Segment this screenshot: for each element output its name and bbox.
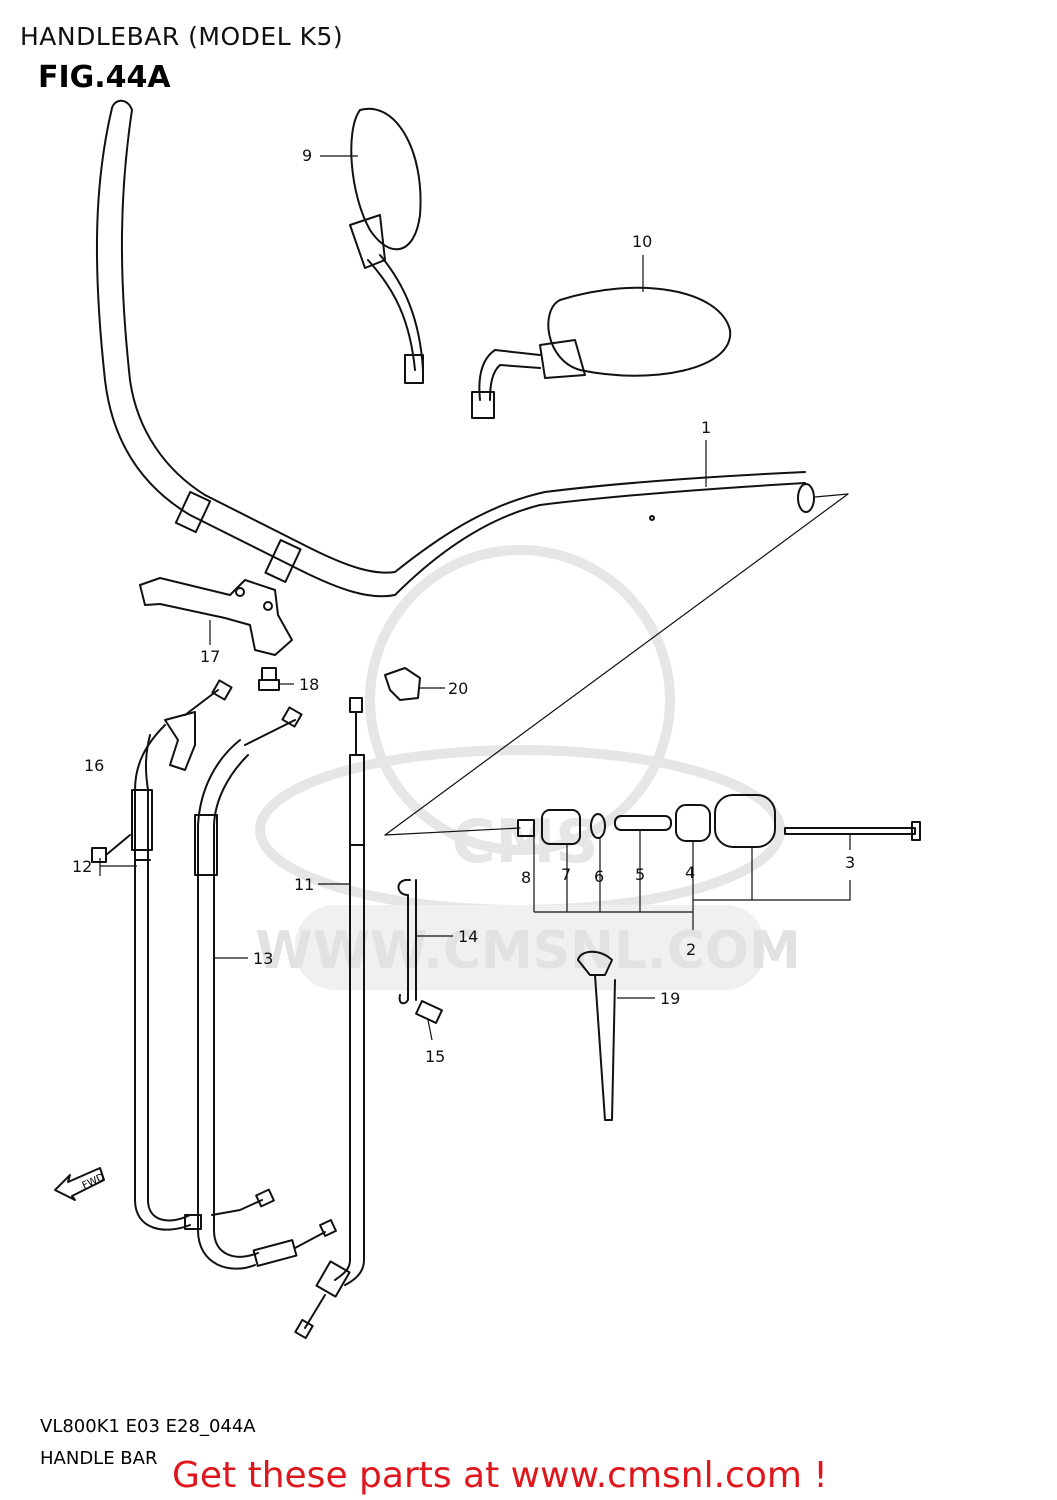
watermark-band [295, 905, 765, 990]
bolt-16-part [91, 834, 131, 863]
cable-11-part [294, 697, 365, 1340]
callout-1: 1 [701, 418, 711, 437]
explode-lines [384, 493, 849, 836]
callout-4: 4 [685, 863, 695, 882]
callout-6: 6 [594, 867, 604, 886]
cable-tie-part [577, 950, 616, 1121]
mirror-right-part [471, 286, 732, 419]
cable-12-part [131, 679, 233, 1231]
drawing-code: VL800K1 E03 E28_044A [40, 1416, 256, 1437]
callout-15: 15 [425, 1047, 445, 1066]
callout-19: 19 [660, 989, 680, 1008]
callout-18: 18 [299, 675, 319, 694]
callout-14: 14 [458, 927, 478, 946]
fwd-arrow [54, 1167, 105, 1201]
clamp-part [384, 667, 421, 701]
promo-link-text[interactable]: Get these parts at www.cmsnl.com ! [172, 1455, 828, 1496]
bolt-18-part [258, 667, 280, 691]
bracket-part [139, 577, 293, 656]
callout-9: 9 [302, 146, 312, 165]
bolt-15-part [415, 1000, 443, 1024]
handlebar-part [95, 99, 815, 598]
cable-13-part [194, 706, 337, 1270]
page-title: HANDLEBAR (MODEL K5) [20, 22, 344, 51]
callout-17: 17 [200, 647, 220, 666]
callout-20: 20 [448, 679, 468, 698]
callout-7: 7 [561, 865, 571, 884]
leader-lines [99, 155, 851, 1041]
drawing-name: HANDLE BAR [40, 1448, 158, 1469]
figure-label: FIG.44A [38, 60, 171, 95]
watermark-url: WWW.CMSNL.COM [255, 921, 800, 981]
callout-labels: 9 10 1 17 18 20 16 12 11 13 14 19 15 8 7… [72, 146, 855, 1066]
callout-13: 13 [253, 949, 273, 968]
watermark-logo: CMS [452, 807, 599, 877]
callout-2: 2 [686, 940, 696, 959]
callout-11: 11 [294, 875, 314, 894]
mirror-left-part [349, 107, 424, 384]
callout-3: 3 [845, 853, 855, 872]
callout-16: 16 [84, 756, 104, 775]
callout-5: 5 [635, 865, 645, 884]
callout-12: 12 [72, 857, 92, 876]
callout-8: 8 [521, 868, 531, 887]
callout-10: 10 [632, 232, 652, 251]
clip-part [397, 878, 417, 1005]
